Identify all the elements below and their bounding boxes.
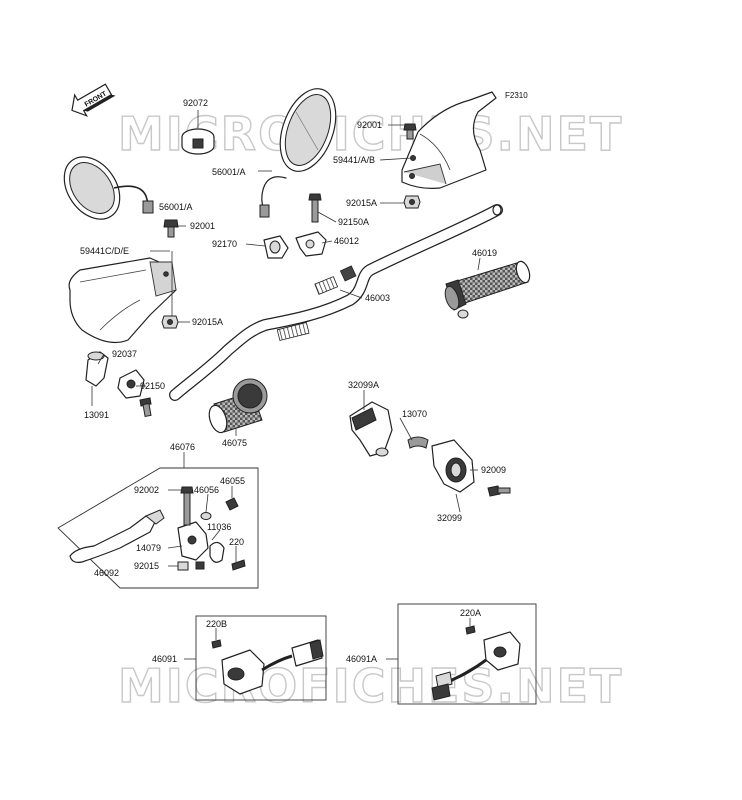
label-56001A-right: 56001/A [212,167,246,177]
label-92150: 92150 [140,381,165,391]
label-46003: 46003 [365,293,390,303]
label-46092: 46092 [94,568,119,578]
label-92150A: 92150A [338,217,369,227]
label-46076: 46076 [170,442,195,452]
bolt-92150A [308,193,322,223]
left-grip [208,378,268,434]
label-46091A: 46091A [346,654,377,664]
label-92001-right: 92001 [357,120,382,130]
right-mirror [259,88,337,218]
part-labels: 92072 56001/A 92001 59441/A/B 92015A 921… [80,98,506,664]
label-220A: 220A [460,608,481,618]
label-220B: 220B [206,619,227,629]
label-92015: 92015 [134,561,159,571]
label-92015A-left: 92015A [192,317,223,327]
label-92072: 92072 [183,98,208,108]
figure-code: F2310 [505,91,528,100]
label-59441CDE: 59441C/D/E [80,246,129,256]
label-46012: 46012 [334,236,359,246]
label-14079: 14079 [136,543,161,553]
label-92170: 92170 [212,239,237,249]
lever-bracket [177,486,246,571]
label-92002: 92002 [134,485,159,495]
right-hand-guard [401,91,497,189]
label-92009: 92009 [481,465,506,475]
clamp-46012 [295,231,327,257]
label-59441AB: 59441/A/B [333,155,375,165]
label-92015A-right: 92015A [346,198,377,208]
label-32099: 32099 [437,513,462,523]
label-92037: 92037 [112,349,137,359]
left-mirror [63,156,154,220]
right-switch-box [397,603,537,705]
label-13091: 13091 [84,410,109,420]
bolt-92001-left [163,219,179,238]
throttle-housing [349,401,511,497]
clamp-set-13091 [85,351,152,418]
left-switch-box [195,615,327,701]
leader-lines [91,110,481,660]
front-arrow-icon: FRONT [71,83,116,117]
right-grip [444,260,531,319]
watermark-bottom: MICROFICHES.NET [118,659,623,713]
left-hand-guard [68,257,177,343]
label-46075: 46075 [222,438,247,448]
handlebar [169,204,503,401]
label-46056: 46056 [194,485,219,495]
nut-92015A-left [161,315,179,329]
label-46055: 46055 [220,476,245,486]
label-46091: 46091 [152,654,177,664]
label-46019: 46019 [472,248,497,258]
nut-92015A-right [403,195,421,209]
label-32099A: 32099A [348,380,379,390]
clutch-lever [69,509,165,563]
lever-assembly-box [57,467,259,589]
label-220: 220 [229,537,244,547]
clamp-92170 [263,235,289,259]
bolt-92001-right [403,123,417,140]
clamp-band-92072 [181,128,215,155]
label-13070: 13070 [402,409,427,419]
label-92001-left: 92001 [190,221,215,231]
label-11036: 11036 [207,522,231,532]
label-56001A-left: 56001/A [159,202,193,212]
